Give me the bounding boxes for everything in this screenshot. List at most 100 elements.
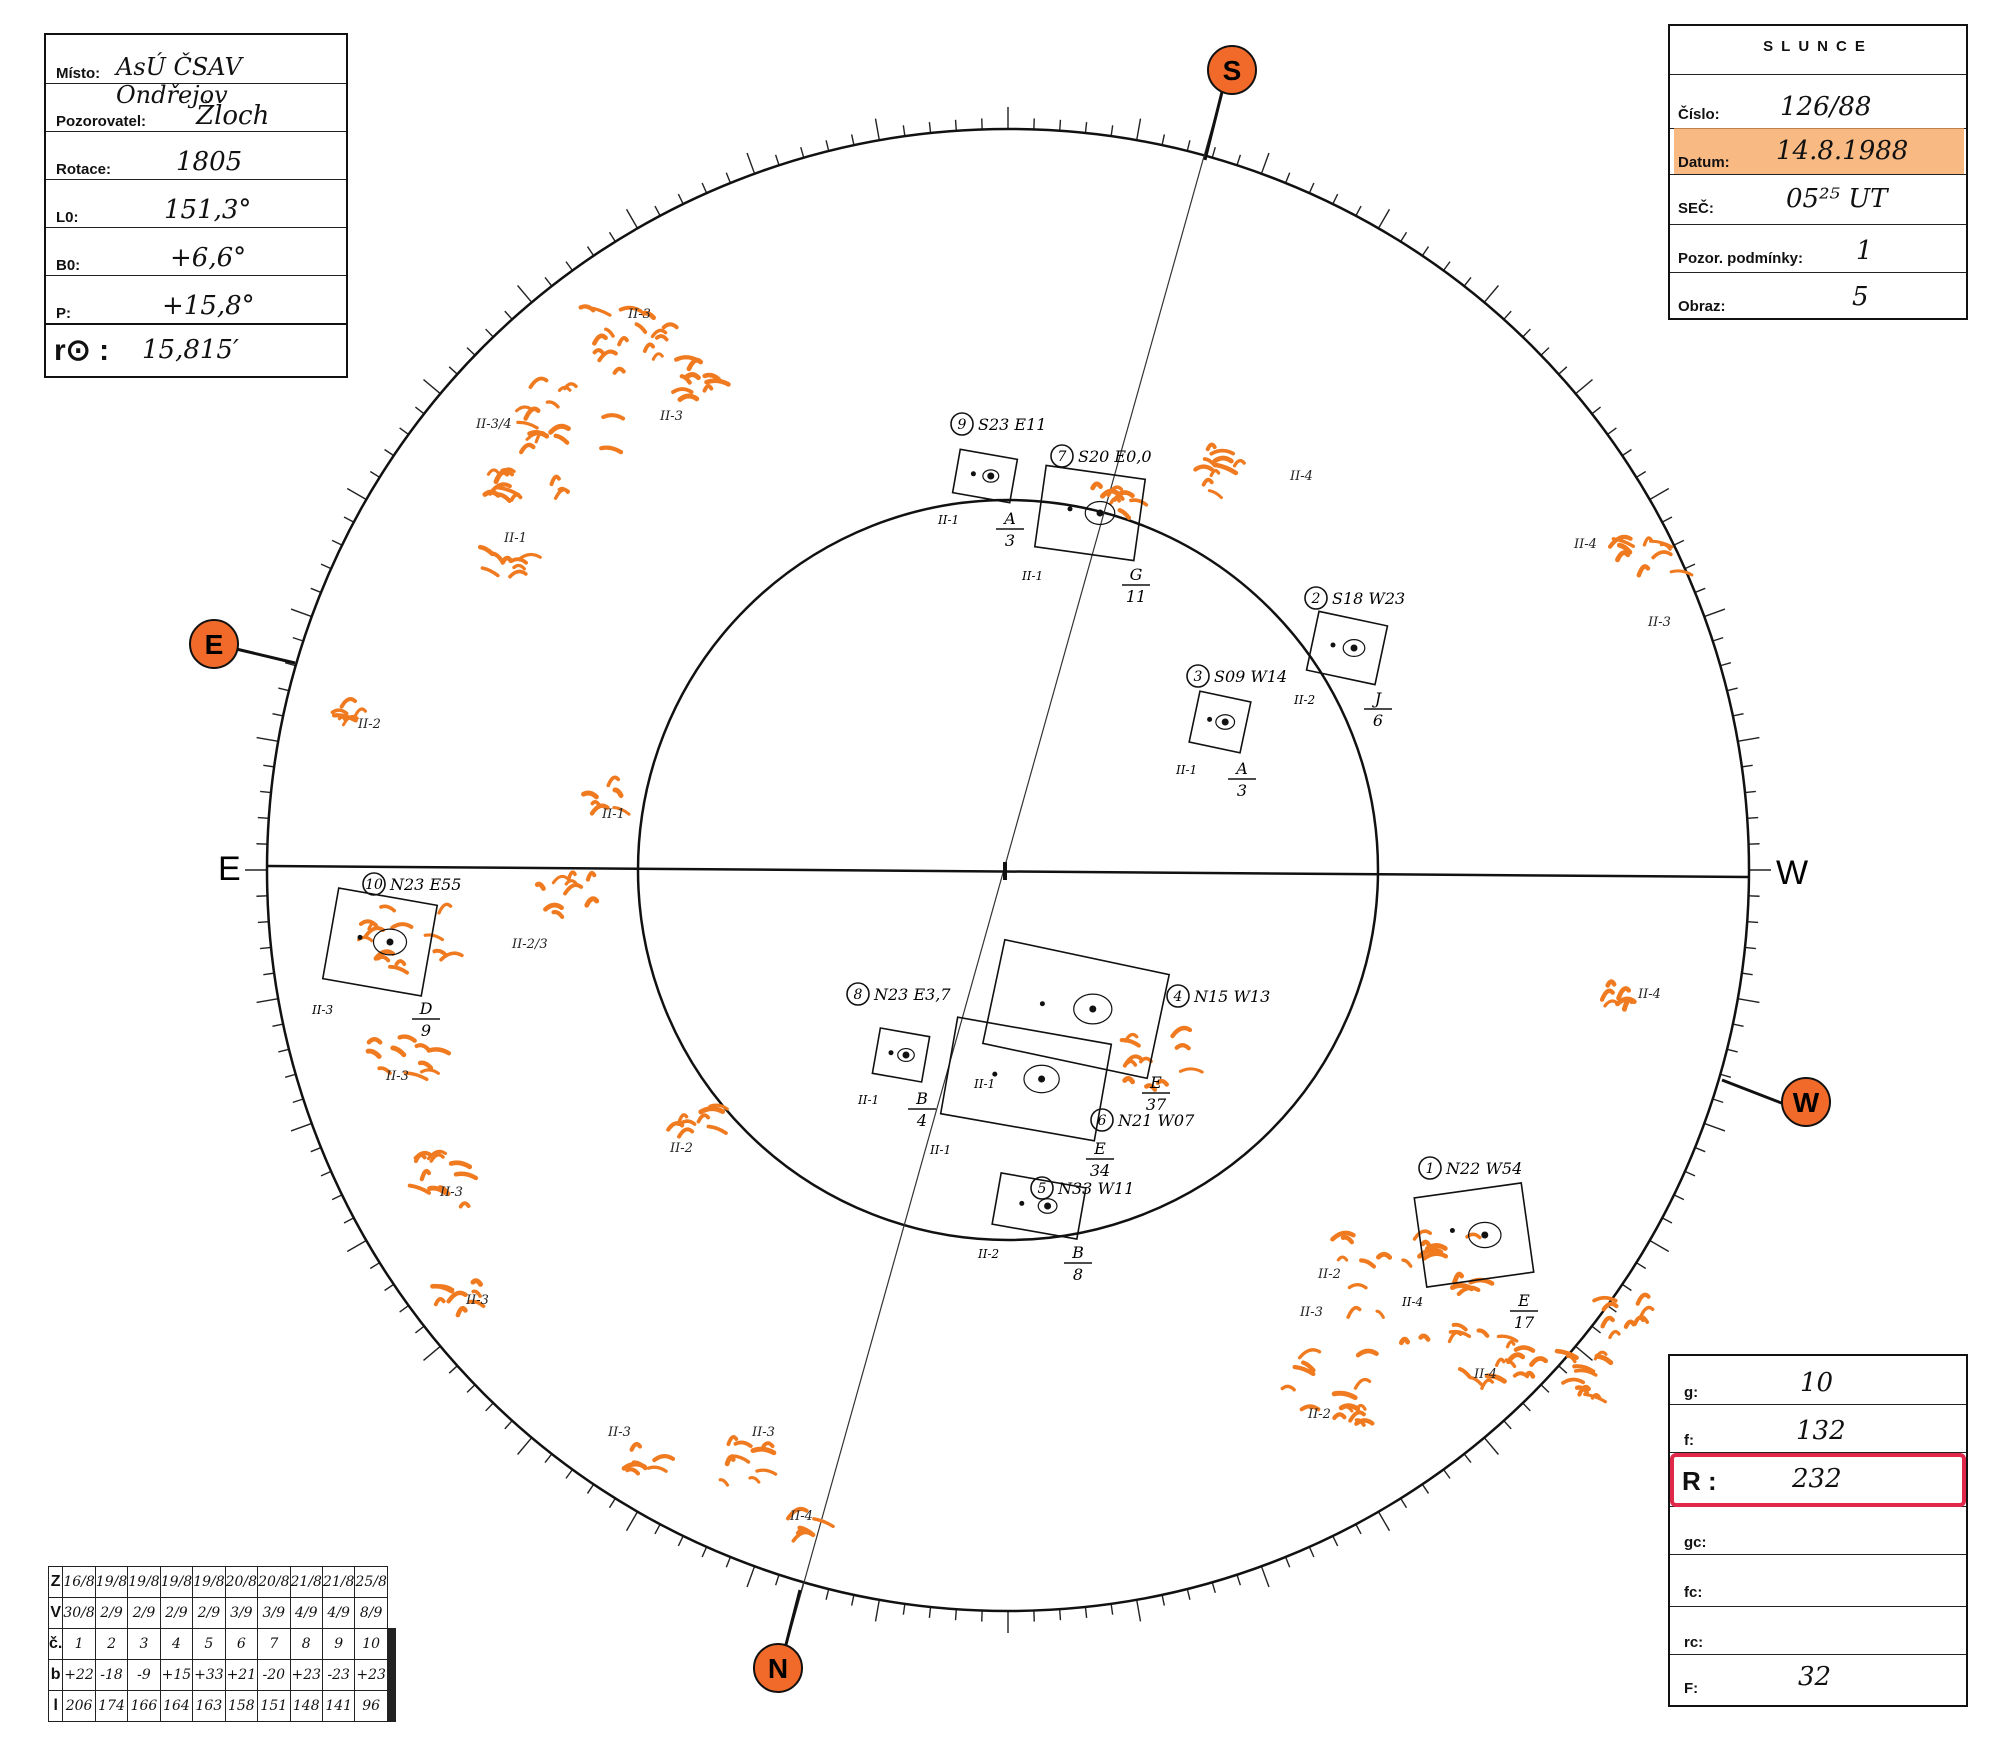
facula-stroke	[589, 803, 610, 816]
group-spot-count: 3	[1237, 781, 1247, 800]
facula-stroke	[1207, 489, 1223, 500]
facula-stroke	[446, 1290, 468, 1304]
facula-stroke	[666, 1121, 685, 1132]
limb-tick	[1747, 816, 1759, 820]
facula-stroke	[578, 304, 596, 313]
facula-stroke	[453, 1171, 479, 1181]
facula-stroke	[1603, 999, 1620, 1008]
facula-stroke	[1346, 1305, 1362, 1319]
limb-tick	[1741, 764, 1753, 768]
table-cell: 8	[289, 1628, 323, 1660]
limb-tick	[1522, 328, 1531, 338]
facula-label: II-3/4	[475, 417, 512, 432]
group-coordinates: S18 W23	[1332, 589, 1405, 608]
limb-tick	[346, 1239, 367, 1253]
axis-label-east: E	[218, 850, 241, 888]
limb-tick	[517, 1437, 533, 1455]
limb-tick	[1110, 125, 1114, 137]
limb-tick	[466, 1384, 476, 1393]
group-number: 8	[854, 987, 863, 1003]
facula-stroke	[618, 305, 643, 313]
limb-tick	[1355, 1523, 1362, 1535]
facula-stroke	[612, 787, 624, 798]
limb-tick	[331, 539, 343, 546]
facula-stroke	[1651, 550, 1673, 560]
facula-stroke	[1205, 442, 1217, 452]
facula-stroke	[414, 1043, 431, 1052]
limb-tick	[1260, 152, 1270, 174]
limb-tick	[725, 1556, 732, 1568]
g-value: 10	[1800, 1368, 1834, 1398]
facula-stroke	[1457, 1367, 1472, 1379]
facula-label: II-1	[601, 807, 625, 822]
group-type: II-4	[1401, 1295, 1423, 1309]
limb-tick	[800, 146, 805, 158]
axis-label-west: W	[1776, 854, 1808, 892]
facula-stroke	[1605, 979, 1617, 988]
limb-tick	[565, 1469, 574, 1479]
limb-tick	[1726, 1048, 1738, 1053]
facula-stroke	[733, 1440, 753, 1449]
limb-tick	[1377, 1511, 1391, 1532]
facula-stroke	[671, 387, 694, 395]
facula-label: II-2	[1307, 1407, 1331, 1422]
limb-tick	[290, 1122, 312, 1132]
facula-stroke	[696, 1113, 711, 1124]
limb-tick	[504, 1420, 513, 1430]
limb-tick	[504, 310, 513, 320]
facula-stroke	[1214, 462, 1239, 476]
facula-stroke	[1574, 1385, 1590, 1395]
facula-stroke	[1178, 1067, 1204, 1074]
facula-label: II-3	[607, 1425, 631, 1440]
facula-stroke	[1623, 1319, 1636, 1329]
limb-tick	[256, 997, 279, 1004]
facula-stroke	[1209, 468, 1221, 478]
svg-text:W: W	[1793, 1087, 1820, 1118]
facula-stroke	[1476, 1328, 1490, 1338]
limb-tick	[654, 205, 661, 217]
fc-label: fc:	[1684, 1584, 1703, 1601]
group-class: D	[419, 999, 433, 1018]
facula-stroke	[394, 959, 407, 967]
limb-tick	[384, 1283, 395, 1292]
table-cell	[393, 1690, 396, 1722]
limb-tick	[1621, 1283, 1632, 1292]
table-cell: -18	[94, 1659, 129, 1691]
group-number-circle	[1304, 586, 1328, 610]
limb-tick	[346, 487, 367, 501]
facula-stroke	[1601, 1301, 1619, 1312]
facula-stroke	[698, 1106, 726, 1115]
umbra	[1481, 1231, 1489, 1239]
facula-stroke	[427, 1185, 448, 1195]
facula-stroke	[1299, 1404, 1321, 1412]
limb-tick	[1732, 712, 1744, 717]
table-cell: 20/8	[257, 1566, 291, 1598]
facula-stroke	[629, 1441, 643, 1452]
limb-tick	[625, 1511, 639, 1532]
limb-tick	[485, 328, 494, 338]
facula-stroke	[1144, 1083, 1158, 1092]
table-cell: 3/9	[257, 1597, 291, 1629]
limb-tick	[1726, 687, 1738, 692]
group-spot-count: 4	[916, 1111, 927, 1130]
f-value: 132	[1796, 1416, 1846, 1446]
limb-tick	[1161, 134, 1166, 146]
group-class: E	[1149, 1073, 1162, 1092]
facula-stroke	[724, 1454, 736, 1467]
facula-stroke	[365, 1048, 382, 1059]
facula-stroke	[1573, 1368, 1598, 1377]
rotation-axis	[779, 91, 1223, 1669]
limb-tick	[423, 1345, 441, 1361]
limb-tick	[1135, 1599, 1142, 1622]
limb-tick	[414, 406, 425, 415]
limb-tick	[1260, 1566, 1270, 1588]
facula-stroke	[397, 1034, 417, 1043]
facula-stroke	[437, 902, 453, 915]
facula-stroke	[439, 951, 464, 962]
limb-tick	[1284, 172, 1291, 184]
facula-stroke	[543, 902, 564, 912]
number-value: 126/88	[1780, 92, 1872, 122]
time-value: 05²⁵ UT	[1786, 184, 1888, 214]
group-box	[981, 938, 1171, 1080]
